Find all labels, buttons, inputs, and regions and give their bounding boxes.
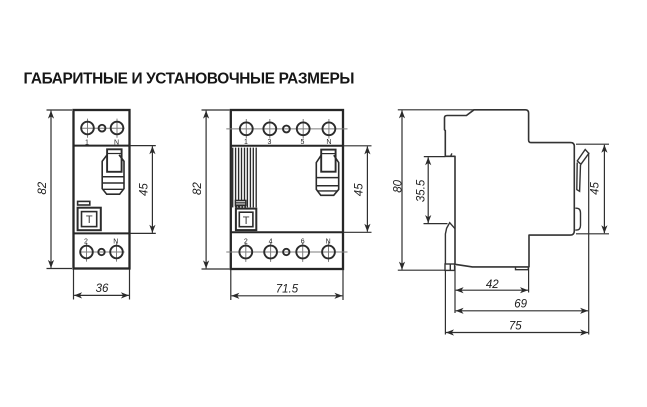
svg-text:45: 45 bbox=[353, 183, 365, 196]
svg-text:4: 4 bbox=[269, 239, 273, 246]
svg-text:80: 80 bbox=[392, 179, 404, 192]
svg-text:N: N bbox=[113, 238, 118, 245]
svg-text:N: N bbox=[326, 238, 331, 245]
svg-text:42: 42 bbox=[486, 279, 499, 291]
svg-text:5: 5 bbox=[301, 139, 305, 146]
svg-text:1: 1 bbox=[85, 139, 89, 146]
svg-text:36: 36 bbox=[96, 283, 109, 295]
svg-text:ГАБАРИТНЫЕ И УСТАНОВОЧНЫЕ РАЗМ: ГАБАРИТНЫЕ И УСТАНОВОЧНЫЕ РАЗМЕРЫ bbox=[24, 71, 355, 88]
svg-text:71.5: 71.5 bbox=[276, 284, 299, 296]
svg-text:T: T bbox=[86, 214, 93, 226]
svg-text:75: 75 bbox=[509, 321, 522, 333]
svg-text:82: 82 bbox=[192, 182, 204, 195]
svg-text:82: 82 bbox=[37, 181, 49, 194]
svg-text:N: N bbox=[114, 139, 119, 146]
svg-text:1: 1 bbox=[244, 139, 248, 146]
svg-text:45: 45 bbox=[590, 182, 602, 195]
svg-text:T: T bbox=[243, 215, 250, 227]
svg-text:45: 45 bbox=[138, 183, 150, 196]
svg-text:69: 69 bbox=[514, 299, 527, 311]
svg-text:35.5: 35.5 bbox=[416, 179, 428, 202]
svg-text:2: 2 bbox=[84, 239, 88, 246]
svg-text:3: 3 bbox=[268, 139, 272, 146]
svg-text:6: 6 bbox=[301, 239, 305, 246]
svg-text:2: 2 bbox=[244, 239, 248, 246]
svg-text:N: N bbox=[326, 139, 331, 146]
